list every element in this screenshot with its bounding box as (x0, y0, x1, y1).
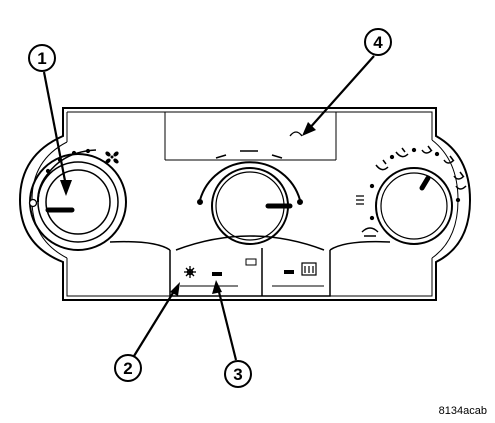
blower-knob[interactable] (29, 153, 127, 251)
control-panel (18, 107, 472, 301)
blower-scale (28, 148, 97, 208)
side-vent-icon (356, 195, 364, 205)
fan-icon (105, 151, 119, 164)
svg-text:3: 3 (233, 365, 242, 384)
leader-arrowheads (60, 122, 316, 296)
leader-lines (42, 55, 375, 361)
mode-knob[interactable] (375, 167, 453, 245)
temperature-knob[interactable] (197, 161, 303, 245)
defrost-windshield-icon (361, 227, 379, 237)
mix-mode-icon (443, 155, 455, 164)
svg-text:1: 1 (37, 49, 46, 68)
mode-knob-pointer (419, 175, 431, 191)
svg-text:4: 4 (373, 33, 383, 52)
temperature-scale (215, 150, 283, 159)
callout-4: 4 (364, 28, 392, 56)
defrost-mode-icon (453, 171, 467, 190)
svg-text:2: 2 (123, 359, 132, 378)
ac-button[interactable] (184, 266, 222, 278)
rear-defrost-button[interactable] (284, 262, 317, 276)
callout-1: 1 (28, 44, 56, 72)
recirculation-icon (289, 131, 303, 137)
panel-mode-icon (375, 159, 389, 171)
rear-defrost-icon (301, 262, 317, 276)
figure-code: 8134acab (438, 405, 487, 417)
callout-3: 3 (224, 360, 252, 388)
bilevel-mode-icon (395, 147, 409, 158)
snowflake-icon (184, 266, 196, 278)
mode-scale (356, 145, 467, 237)
callout-2: 2 (114, 354, 142, 382)
floor-mode-icon (421, 145, 433, 154)
